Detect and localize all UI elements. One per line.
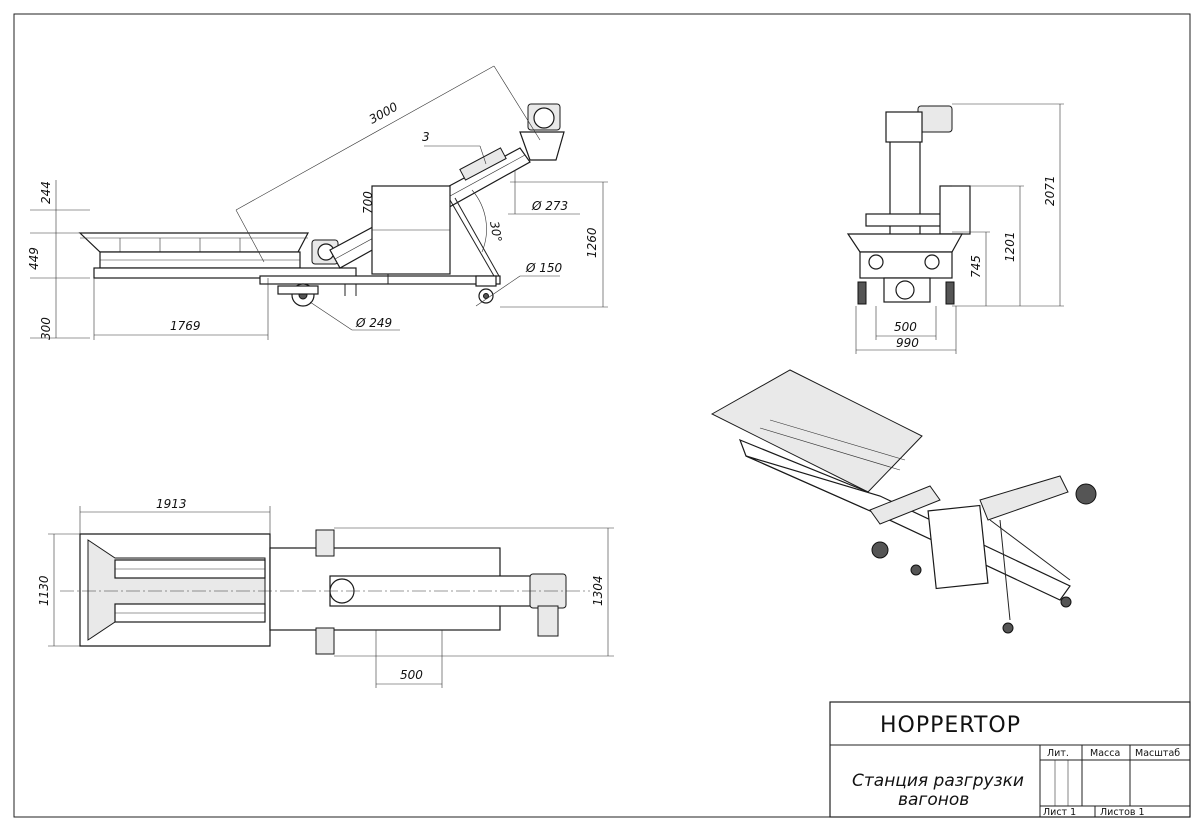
top-view: 1913 1130 1304 500 xyxy=(37,497,614,688)
side-dim-700: 700 xyxy=(361,191,375,214)
col-lit: Лит. xyxy=(1047,748,1069,759)
top-dim-500: 500 xyxy=(400,668,423,682)
sheet-number: Лист 1 xyxy=(1043,807,1076,818)
drawing-name-line1: Станция разгрузки xyxy=(852,771,1024,791)
isometric-view xyxy=(710,369,1097,634)
side-callout-3: 3 xyxy=(422,130,430,144)
side-dim-diam-273: Ø 273 xyxy=(531,199,568,213)
side-view: 3000 3 700 30° Ø 273 1260 Ø 150 Ø 249 24… xyxy=(27,65,608,340)
side-dim-449: 449 xyxy=(27,247,41,270)
top-dim-1130: 1130 xyxy=(37,575,51,606)
drawing-name-line2: вагонов xyxy=(898,790,969,810)
side-dim-1769: 1769 xyxy=(170,319,201,333)
front-dim-1201: 1201 xyxy=(1003,231,1017,262)
col-mass: Масса xyxy=(1090,748,1120,759)
front-dim-500: 500 xyxy=(894,320,917,334)
top-dim-1304: 1304 xyxy=(591,575,605,606)
side-dim-3000: 3000 xyxy=(367,99,401,126)
front-dim-2071: 2071 xyxy=(1043,175,1057,206)
front-view: 2071 1201 745 500 990 xyxy=(846,103,1064,354)
front-dim-745: 745 xyxy=(969,255,983,278)
side-angle-30: 30° xyxy=(487,220,504,243)
company-name: HOPPERTOP xyxy=(880,713,1021,738)
side-dim-1260: 1260 xyxy=(585,227,599,258)
side-dim-300: 300 xyxy=(39,317,53,340)
sheet-frame xyxy=(13,13,1191,818)
sheets-total: Листов 1 xyxy=(1100,807,1145,818)
top-dim-1913: 1913 xyxy=(156,497,187,511)
side-dim-244: 244 xyxy=(39,181,53,204)
title-block: HOPPERTOP Станция разгрузки вагонов Лит.… xyxy=(829,701,1191,818)
col-scale: Масштаб xyxy=(1135,748,1180,759)
front-dim-990: 990 xyxy=(896,336,919,350)
side-dim-diam-249: Ø 249 xyxy=(355,316,392,330)
side-dim-diam-150: Ø 150 xyxy=(525,261,563,275)
